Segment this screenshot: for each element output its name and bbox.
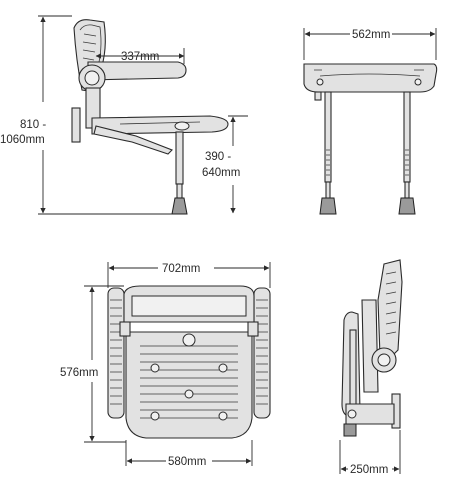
top-left-armrest bbox=[107, 287, 125, 419]
dim-seat-height-line2: 640mm bbox=[202, 167, 240, 179]
dim-backrest-depth-label: 337mm bbox=[121, 51, 159, 63]
dim-seat-width-label: 580mm bbox=[168, 456, 206, 468]
front-seat bbox=[303, 63, 438, 93]
folded-bracket bbox=[345, 403, 395, 425]
folded-view bbox=[341, 259, 403, 437]
side-seat bbox=[91, 115, 229, 135]
dim-total-height-line1: 810 - bbox=[20, 119, 46, 131]
top-logo bbox=[182, 333, 196, 347]
dim-folded-depth-label: 250mm bbox=[350, 464, 388, 476]
top-right-armrest bbox=[253, 287, 271, 419]
folded-armrest bbox=[361, 299, 379, 393]
dim-front-width-label: 562mm bbox=[352, 29, 390, 41]
side-view bbox=[71, 19, 229, 215]
top-seat bbox=[125, 331, 253, 439]
dim-overall-width-label: 702mm bbox=[162, 263, 200, 275]
front-left-foot bbox=[319, 197, 337, 215]
top-view bbox=[107, 285, 271, 439]
top-view-dimensions: 702mm 576mm 580mm bbox=[60, 262, 271, 468]
side-foot bbox=[171, 197, 188, 215]
side-brace bbox=[93, 125, 173, 155]
folded-view-dimensions: 250mm bbox=[339, 430, 401, 476]
front-view-dimensions: 562mm bbox=[303, 28, 437, 60]
folded-foot bbox=[343, 423, 357, 437]
dim-seat-depth-label: 576mm bbox=[60, 367, 98, 379]
front-right-leg bbox=[403, 91, 411, 183]
front-view bbox=[303, 63, 438, 215]
wall-plate bbox=[71, 107, 81, 143]
side-armrest bbox=[87, 61, 187, 81]
dim-seat-height-line1: 390 - bbox=[205, 151, 231, 163]
side-leg bbox=[175, 131, 184, 185]
dim-total-height-line2: 1060mm bbox=[0, 134, 45, 146]
front-right-foot bbox=[398, 197, 416, 215]
front-left-leg bbox=[324, 91, 332, 183]
folded-backrest bbox=[377, 259, 403, 361]
side-view-dimensions: 337mm 810 - 1060mm 390 - 640mm bbox=[0, 15, 248, 215]
